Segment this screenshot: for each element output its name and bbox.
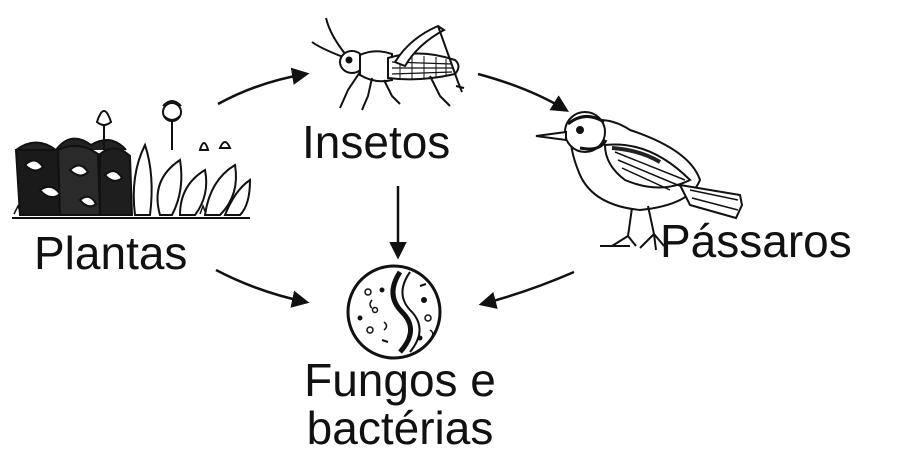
- bird-icon: [535, 111, 744, 251]
- arrow-plantas-insetos: [217, 67, 310, 106]
- decomposers-label-line2: bactérias: [306, 402, 494, 455]
- decomposers-label: Fungos e bactérias: [270, 356, 530, 453]
- arrow-plantas-fungos: [215, 268, 310, 308]
- arrow-passaros-fungos: [478, 270, 575, 309]
- microbes-icon: [346, 264, 442, 360]
- arrow-insetos-passaros: [477, 72, 569, 112]
- arrows: [215, 67, 575, 309]
- grasshopper-icon: [311, 17, 465, 111]
- birds-label: Pássaros: [660, 215, 852, 267]
- plants-icon: [12, 100, 252, 219]
- decomposers-label-line1: Fungos e: [304, 354, 496, 406]
- plants-label: Plantas: [34, 227, 188, 279]
- insects-label: Insetos: [302, 116, 451, 168]
